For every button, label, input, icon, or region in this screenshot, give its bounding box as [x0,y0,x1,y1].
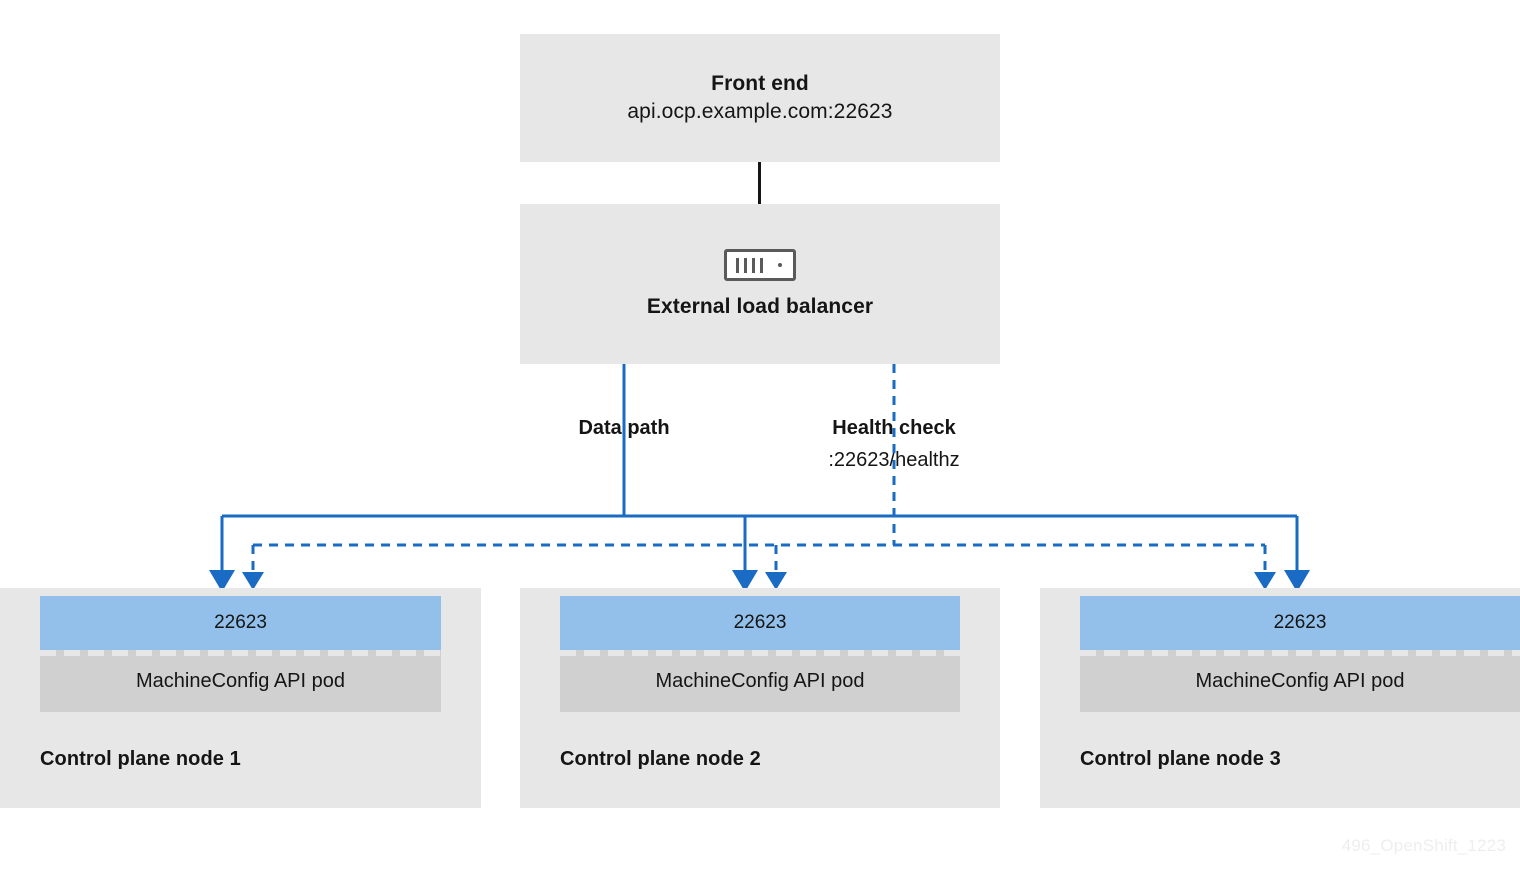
node-pod-box: MachineConfig API pod [1080,650,1520,712]
frontend-address: api.ocp.example.com:22623 [627,100,893,123]
node-dashed-separator [1080,650,1520,656]
load-balancer-icon-dot [778,263,782,267]
data-path-label-text: Data path [578,417,670,439]
watermark-text: 496_OpenShift_1223 [1341,836,1506,855]
node-title: Control plane node 1 [40,748,241,770]
frontend-to-lb-connector [758,162,761,204]
load-balancer-icon-bars [736,257,763,273]
frontend-title: Front end [711,71,809,95]
node-title: Control plane node 2 [560,748,761,770]
external-load-balancer-box: External load balancer [520,204,1000,364]
control-plane-node-1: 22623 MachineConfig API pod Control plan… [0,588,481,808]
control-plane-node-3: 22623 MachineConfig API pod Control plan… [1040,588,1520,808]
health-check-label: Health check :22623/healthz [774,412,1014,476]
control-plane-node-2: 22623 MachineConfig API pod Control plan… [520,588,1000,808]
health-check-label-text: Health check [832,417,956,439]
node-pod-box: MachineConfig API pod [560,650,960,712]
load-balancer-icon [724,249,796,281]
data-path-label: Data path [504,412,744,444]
frontend-box: Front end api.ocp.example.com:22623 [520,34,1000,162]
load-balancer-label: External load balancer [646,295,874,318]
node-port-badge: 22623 [40,596,441,650]
node-title: Control plane node 3 [1080,748,1281,770]
node-pod-box: MachineConfig API pod [40,650,441,712]
node-port-badge: 22623 [1080,596,1520,650]
node-port-badge: 22623 [560,596,960,650]
node-dashed-separator [40,650,441,656]
node-dashed-separator [560,650,960,656]
health-check-detail-text: :22623/healthz [828,449,960,471]
